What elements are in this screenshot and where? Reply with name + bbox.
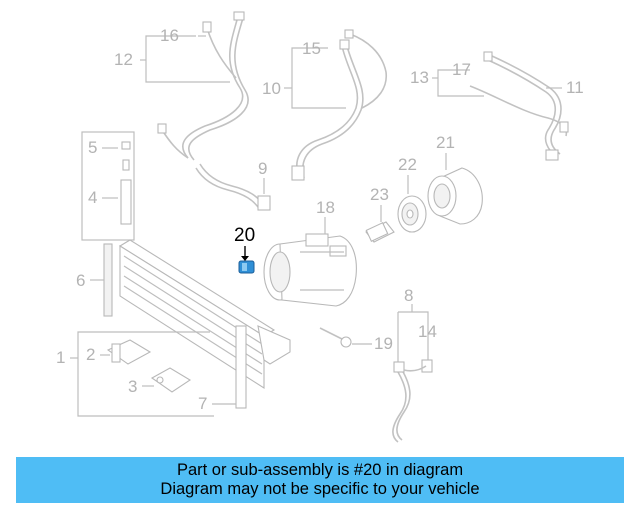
mount-bracket-2[interactable] [106,339,152,365]
callout-5: 5 [88,138,97,157]
pulley-21[interactable] [427,167,483,225]
callout-12: 12 [114,50,133,69]
parts-diagram: 16 12 9 15 10 17 13 11 5 4 [56,11,584,443]
callout-21: 21 [436,133,455,152]
coil-23[interactable] [365,221,395,243]
hose-assembly-12[interactable] [157,11,271,211]
bracket-8 [397,311,429,362]
callout-13: 13 [410,68,429,87]
pressure-line-8[interactable] [392,359,433,443]
callout-9: 9 [258,159,267,178]
bolt-19[interactable] [319,327,352,348]
part-20-highlighted[interactable] [238,260,255,274]
callout-2: 2 [86,345,95,364]
callout-20: 20 [234,225,255,246]
callout-17: 17 [452,60,471,79]
callout-23: 23 [370,185,389,204]
compressor[interactable] [263,233,357,307]
callout-6: 6 [76,271,85,290]
banner-line-1: Part or sub-assembly is #20 in diagram [176,461,464,479]
bracket-4-5 [81,131,135,241]
callout-8: 8 [404,286,413,305]
callout-4: 4 [88,188,97,207]
callout-20-arrowhead [241,256,249,261]
callout-18: 18 [316,198,335,217]
dryer-cartridge[interactable] [120,141,132,225]
callout-19: 19 [374,334,393,353]
banner-line-2: Diagram may not be specific to your vehi… [160,480,480,498]
condenser[interactable] [103,239,291,409]
callout-16: 16 [160,26,179,45]
bracket-group-1 [77,331,214,417]
callout-1: 1 [56,348,65,367]
hose-assembly-11[interactable] [469,51,569,161]
callout-15: 15 [302,39,321,58]
callout-3: 3 [128,377,137,396]
callout-14: 14 [418,322,437,341]
hose-assembly-10[interactable] [291,29,387,181]
callout-11: 11 [566,78,584,97]
callout-10: 10 [262,79,281,98]
mount-bracket-3[interactable] [150,367,192,393]
clutch-plate-22[interactable] [397,195,427,233]
callout-7: 7 [198,394,207,413]
info-banner: Part or sub-assembly is #20 in diagram D… [16,457,624,503]
callout-22: 22 [398,155,417,174]
